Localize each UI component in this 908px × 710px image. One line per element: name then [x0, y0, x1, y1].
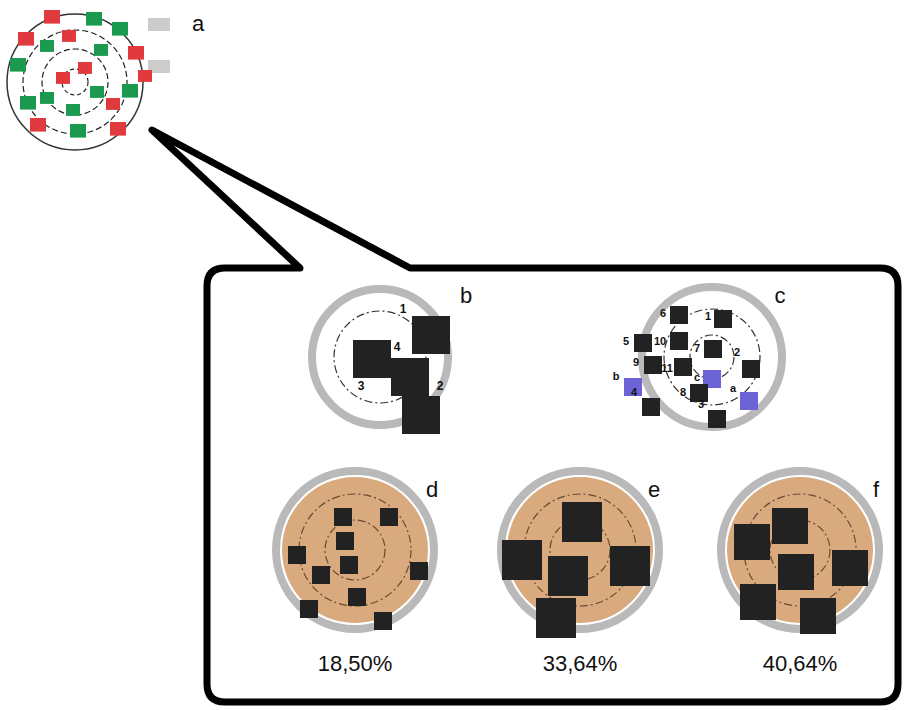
panel-letter: d	[426, 479, 438, 501]
sample-square	[300, 600, 318, 618]
petri-plate	[642, 287, 782, 427]
sample-square	[94, 44, 108, 56]
position-number: 6	[660, 308, 666, 319]
sample-square	[772, 508, 808, 544]
coverage-value: 18,50%	[318, 653, 393, 675]
sample-square	[412, 316, 450, 354]
sample-square	[112, 22, 128, 36]
callout-bubble	[152, 130, 898, 702]
sample-square	[536, 598, 576, 638]
sample-square	[562, 502, 602, 542]
sample-square	[40, 40, 54, 52]
sample-square	[402, 396, 440, 434]
sample-square	[740, 392, 758, 410]
position-number: 2	[734, 347, 740, 358]
position-number: 7	[694, 343, 700, 354]
sample-square	[40, 92, 54, 104]
sample-square	[62, 30, 76, 42]
panel-letter: a	[192, 13, 204, 35]
position-number: 3	[358, 380, 365, 392]
coverage-value: 33,64%	[543, 653, 618, 675]
position-number: 4	[631, 387, 637, 398]
sample-plates	[276, 287, 879, 629]
position-number: 5	[623, 336, 629, 347]
sample-square	[20, 96, 36, 110]
sample-square	[674, 358, 692, 376]
petri-plate	[276, 471, 434, 629]
sample-square	[704, 340, 722, 358]
sample-square	[86, 12, 102, 26]
sample-square	[374, 612, 392, 630]
sample-square	[353, 340, 391, 378]
sample-square	[742, 360, 760, 378]
sample-square	[740, 584, 776, 620]
position-number: 9	[633, 357, 639, 368]
position-number: 1	[705, 311, 711, 322]
panel-letter: b	[460, 285, 472, 307]
sample-square	[78, 62, 92, 74]
sample-square	[90, 86, 104, 98]
sample-square	[66, 104, 80, 116]
sample-square	[30, 118, 46, 132]
overview-plate	[7, 14, 170, 150]
sample-square	[778, 554, 814, 590]
sample-square	[708, 410, 726, 428]
position-number: 2	[437, 380, 444, 392]
sample-squares	[10, 10, 868, 638]
sample-square	[610, 546, 650, 586]
sample-square	[410, 562, 428, 580]
sample-square	[734, 524, 770, 560]
sample-square	[122, 84, 138, 98]
position-number: 10	[654, 336, 666, 347]
sample-square	[110, 122, 126, 136]
position-number: b	[613, 371, 620, 382]
sample-square	[138, 70, 152, 82]
sample-square	[800, 598, 836, 634]
sample-square	[548, 556, 588, 596]
sample-square	[334, 508, 352, 526]
sample-square	[670, 306, 688, 324]
sample-square	[348, 588, 366, 606]
petri-plate	[501, 471, 659, 629]
sample-square	[18, 32, 34, 46]
sample-square	[340, 556, 358, 574]
position-number: 11	[661, 363, 673, 374]
position-number: c	[694, 372, 700, 383]
sample-square	[634, 334, 652, 352]
sample-square	[288, 546, 306, 564]
coverage-value: 40,64%	[763, 653, 838, 675]
sample-square	[56, 72, 70, 84]
sample-square	[44, 10, 60, 24]
sample-square	[106, 98, 120, 110]
sample-square	[128, 46, 144, 60]
position-number: 3	[698, 399, 704, 410]
sample-square	[70, 124, 86, 138]
sample-square	[336, 532, 354, 550]
sample-square	[391, 358, 429, 396]
sample-square	[380, 508, 398, 526]
panel-letter: c	[775, 285, 786, 307]
sample-square	[312, 566, 330, 584]
position-number: a	[730, 383, 736, 394]
sample-square	[714, 310, 732, 328]
position-number: 4	[394, 341, 401, 353]
panel-letter: f	[873, 479, 879, 501]
position-number: 8	[680, 387, 686, 398]
panel-letter: e	[648, 479, 660, 501]
sample-square	[642, 398, 660, 416]
sample-square	[644, 356, 662, 374]
sample-square	[670, 332, 688, 350]
sample-square	[502, 540, 542, 580]
position-number: 1	[400, 303, 407, 315]
sample-square	[10, 58, 26, 72]
sample-square	[832, 550, 868, 586]
